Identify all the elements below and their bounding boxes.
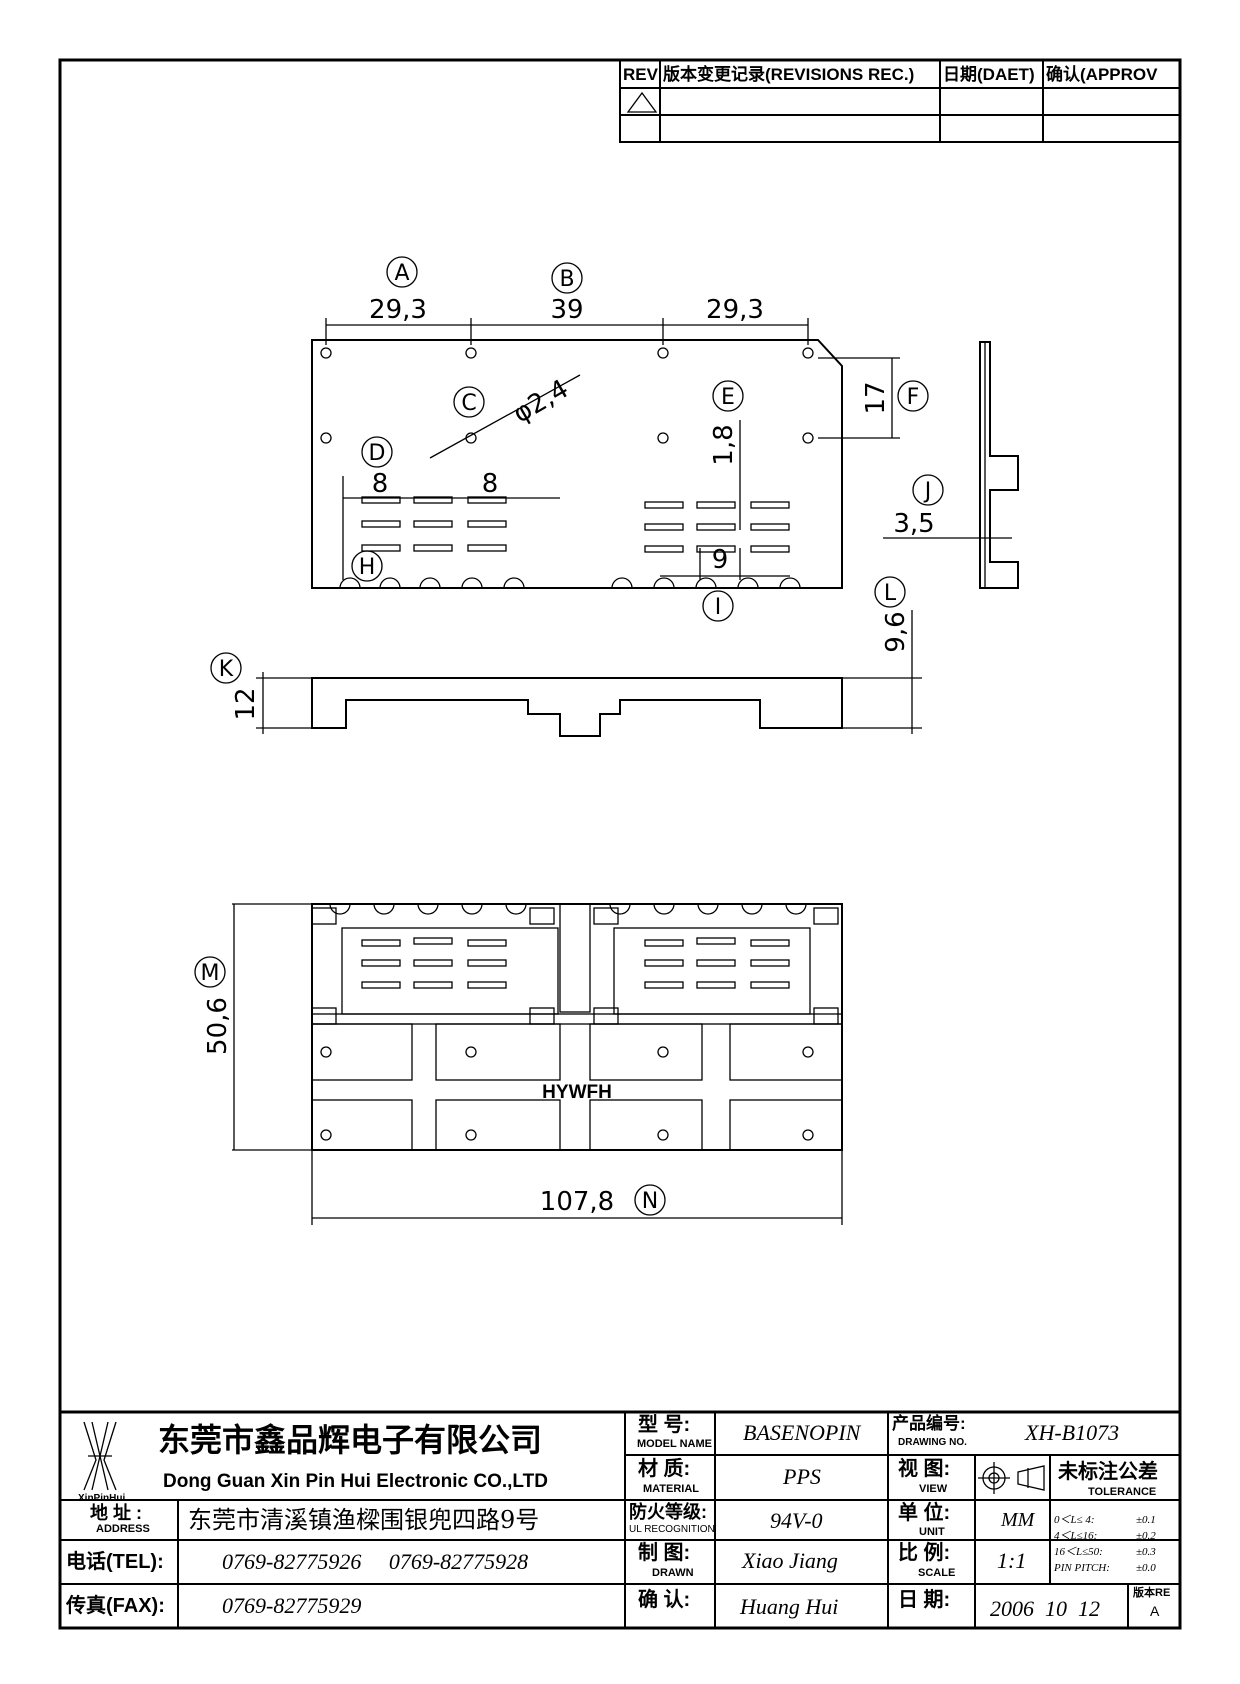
drawing-no-value: XH-B1073	[1025, 1420, 1120, 1445]
material-label: 材 质:	[638, 1458, 691, 1480]
version-label: 版本RE	[1133, 1587, 1171, 1599]
tolerance-value: ±0.1	[1136, 1514, 1156, 1526]
tolerance-range: 0＜L≤ 4:	[1054, 1514, 1095, 1526]
ul-label: 防火等级:	[629, 1502, 707, 1522]
model-label: 型 号:	[638, 1414, 691, 1436]
side-view	[883, 341, 1019, 589]
callout-d: D	[369, 441, 386, 466]
approve-header: 确认(APPROV	[1046, 65, 1158, 84]
callout-e: E	[721, 385, 735, 410]
tolerance-range: 16＜L≤50:	[1054, 1546, 1103, 1558]
fax-label: 传真(FAX):	[66, 1595, 165, 1617]
callout-letters: A B C D E F H I J K L M N	[201, 261, 932, 1214]
date-header: 日期(DAET)	[943, 65, 1035, 84]
callout-b: B	[559, 267, 574, 292]
unit-label-en: UNIT	[919, 1526, 945, 1538]
dim-n: 107,8	[540, 1187, 614, 1217]
address-label: 地 址 :	[90, 1503, 142, 1523]
tolerance-range: PIN PITCH:	[1054, 1562, 1110, 1574]
dim-l: 9,6	[881, 611, 911, 652]
dim-d2: 8	[482, 469, 499, 499]
sheet-border	[58, 58, 1182, 1630]
callout-m: M	[201, 961, 220, 986]
revision-triangle-icon	[626, 91, 658, 113]
tolerance-label-en: TOLERANCE	[1088, 1486, 1157, 1498]
tolerance-label: 未标注公差	[1058, 1461, 1158, 1483]
check-value: Huang Hui	[740, 1594, 839, 1619]
scale-value: 1:1	[997, 1548, 1027, 1573]
dim-m: 50,6	[203, 997, 233, 1055]
unit-label: 单 位:	[898, 1502, 951, 1524]
callout-h: H	[359, 555, 376, 580]
dim-i: 9	[712, 545, 729, 575]
callout-circles	[194, 256, 944, 1216]
company-name-cn: 东莞市鑫品辉电子有限公司	[158, 1422, 543, 1458]
dim-b: 39	[550, 295, 583, 325]
projection-symbol-icon	[978, 1462, 1045, 1494]
callout-l: L	[884, 581, 897, 606]
callout-a: A	[394, 261, 409, 286]
model-value: BASENOPIN	[743, 1420, 861, 1445]
date-label: 日 期:	[898, 1589, 951, 1611]
address-value: 东莞市清溪镇渔樑围银兜四路9号	[188, 1506, 540, 1534]
rev-header: REV	[623, 65, 658, 84]
tolerance-range: 4＜L≤16:	[1054, 1530, 1098, 1542]
scale-label-en: SCALE	[918, 1567, 956, 1579]
drawn-label-en: DRAWN	[652, 1567, 694, 1579]
drawn-label: 制 图:	[638, 1542, 691, 1564]
logo-text: XinPinHui	[78, 1493, 126, 1504]
tolerance-value: ±0.2	[1136, 1530, 1156, 1542]
drawing-no-label-en: DRAWING NO.	[898, 1437, 967, 1448]
tolerance-value: ±0.3	[1136, 1546, 1156, 1558]
callout-k: K	[219, 657, 234, 682]
tolerance-value: ±0.0	[1136, 1562, 1156, 1574]
title-block	[58, 1410, 1182, 1630]
part-marking: HYWFH	[542, 1082, 612, 1103]
date-value: 2006 10 12	[990, 1596, 1100, 1621]
revision-block	[619, 59, 1181, 143]
view-label: 视 图:	[898, 1458, 951, 1480]
drawn-value: Xiao Jiang	[742, 1548, 838, 1573]
ul-value: 94V-0	[770, 1508, 823, 1533]
dim-e: 1,8	[709, 424, 739, 465]
dim-f: 17	[861, 381, 891, 414]
logo-icon	[83, 1421, 117, 1491]
model-label-en: MODEL NAME	[637, 1438, 712, 1450]
dim-j: 3,5	[893, 509, 934, 539]
company-name-en: Dong Guan Xin Pin Hui Electronic CO.,LTD	[163, 1471, 548, 1492]
ul-label-en: UL RECOGNITION	[629, 1524, 715, 1535]
tel-value: 0769-82775926 0769-82775928	[222, 1549, 529, 1574]
revisions-header: 版本变更记录(REVISIONS REC.)	[663, 65, 915, 84]
dim-a2: 29,3	[706, 295, 764, 325]
dim-d1: 8	[372, 469, 389, 499]
address-label-en: ADDRESS	[96, 1523, 150, 1535]
unit-value: MM	[1001, 1509, 1035, 1531]
view-label-en: VIEW	[919, 1483, 948, 1495]
material-label-en: MATERIAL	[643, 1483, 700, 1495]
callout-f: F	[907, 385, 920, 410]
material-value: PPS	[783, 1464, 821, 1489]
dim-a: 29,3	[369, 295, 427, 325]
callout-i: I	[715, 595, 722, 620]
tel-label: 电话(TEL):	[66, 1551, 164, 1573]
check-label: 确 认:	[638, 1589, 691, 1611]
front-view	[256, 610, 922, 737]
scale-label: 比 例:	[898, 1542, 951, 1564]
drawing-no-label: 产品编号:	[892, 1414, 966, 1433]
top-view	[311, 318, 900, 589]
callout-j: J	[923, 479, 932, 504]
callout-c: C	[461, 391, 476, 416]
dim-c: φ2,4	[508, 374, 574, 429]
fax-value: 0769-82775929	[222, 1593, 362, 1618]
dimension-values: 29,3 39 29,3 φ2,4 8 8 1,8 17 9 3,5 12 9,…	[203, 295, 935, 1217]
dim-k: 12	[231, 687, 261, 720]
bottom-view	[232, 903, 843, 1225]
callout-n: N	[642, 1189, 658, 1214]
version-value: A	[1150, 1603, 1160, 1619]
